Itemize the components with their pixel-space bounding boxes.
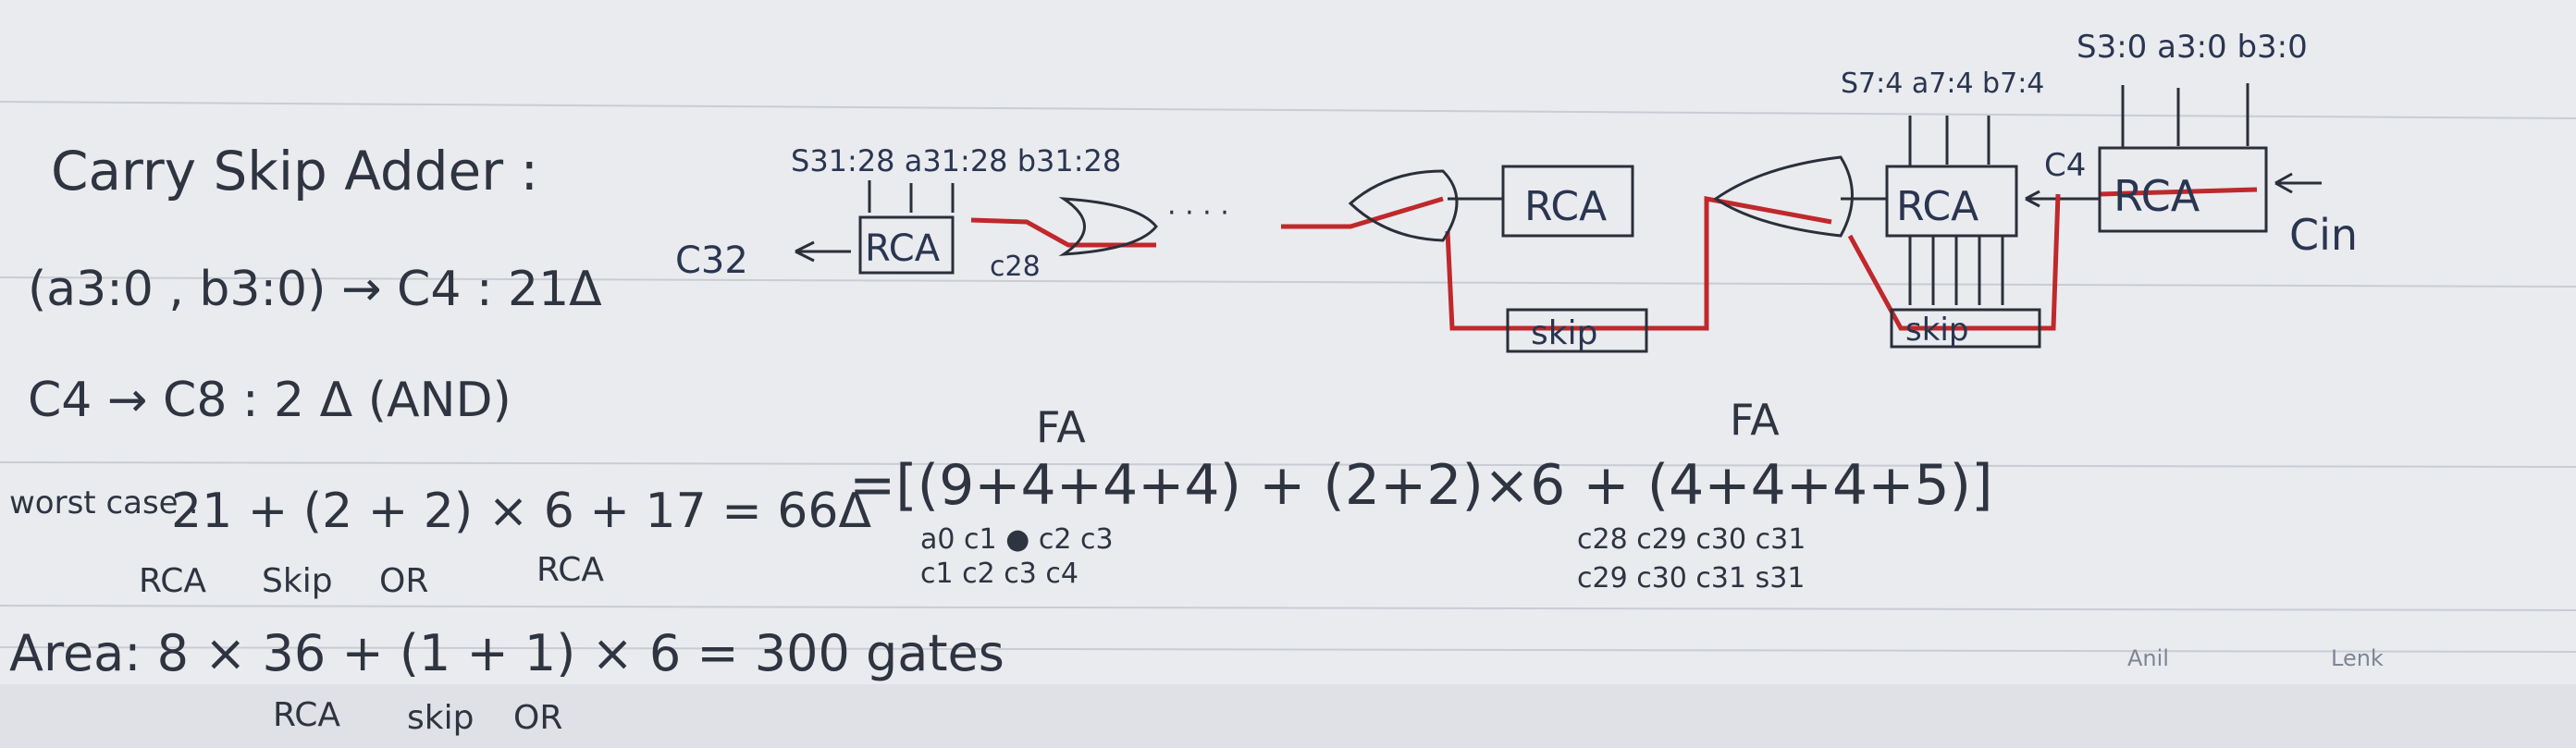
rca-block-7-4: RCA skip S7:4 a7:4 b7:4 [1713, 67, 2044, 349]
prop-arrows-7-4 [1908, 236, 2004, 305]
worst-sub-or: OR [379, 562, 428, 600]
skip-label-7-4: skip [1905, 312, 1968, 349]
skip-box-7-4 [1890, 308, 2041, 349]
fa-expression: =[(9+4+4+4) + (2+2)×6 + (4+4+4+5)] [849, 453, 1992, 518]
rca-label-31-28: RCA [865, 227, 941, 270]
top-labels-7-4: S7:4 a7:4 b7:4 [1841, 67, 2044, 100]
ruled-lines [0, 101, 2576, 653]
input-arrows-7-4 [1908, 116, 1991, 166]
c28-label: c28 [990, 251, 1041, 283]
notes-line1: (a3:0 , b3:0) → C4 : 21Δ [28, 262, 602, 317]
area-sub-or: OR [513, 699, 562, 737]
rca-box-7-4 [1885, 165, 2018, 238]
skip-box-mid [1506, 308, 1648, 353]
input-arrows-31-28 [868, 180, 955, 213]
area-sub-skip: skip [407, 699, 474, 737]
input-arrows-3-0 [2121, 83, 2249, 148]
page-shadow [0, 684, 2576, 748]
fa-label-2: FA [1730, 395, 1780, 445]
arrow-c32 [795, 240, 815, 263]
rca-block-mid: RCA skip [1348, 165, 1648, 353]
rca-label-3-0: RCA [2114, 171, 2200, 221]
area-expression: Area: 8 × 36 + (1 + 1) × 6 = 300 gates [9, 624, 1005, 682]
worst-sub-rca2: RCA [536, 551, 604, 589]
faint-text-2: Lenk [2331, 645, 2384, 671]
arrow-cin [2274, 172, 2293, 194]
area-sub-rca: RCA [273, 696, 340, 734]
circuit-diagram: RCA S31:28 a31:28 b31:28 C32 c28 · · · ·… [675, 29, 2358, 353]
worst-sub-rca: RCA [139, 562, 206, 600]
fa-sub-bot-1: c1 c2 c3 c4 [920, 558, 1078, 590]
or-gate-mid [1348, 169, 1459, 242]
worst-case-label: worst case : [9, 484, 199, 521]
or-gate-7-4 [1713, 155, 1854, 238]
faint-text-1: Anil [2127, 645, 2169, 671]
rca-block-3-0: RCA S3:0 a3:0 b3:0 C4 Cin [2044, 29, 2358, 260]
ellipsis: · · · · [1167, 197, 1229, 229]
or-gate-31-28 [1058, 197, 1158, 256]
rca-block-31-28: RCA S31:28 a31:28 b31:28 C32 c28 [675, 143, 1158, 283]
worst-case-expr: 21 + (2 + 2) × 6 + 17 = 66Δ [171, 484, 871, 539]
arrow-c4 [2025, 190, 2040, 208]
fa-sub-top-2: c28 c29 c30 c31 [1577, 523, 1806, 556]
skip-label-mid: skip [1531, 314, 1597, 352]
cin-label: Cin [2289, 210, 2358, 260]
c4-label: C4 [2044, 147, 2086, 184]
carry-path-red [970, 187, 2258, 331]
fa-sub-top-1: a0 c1 ● c2 c3 [920, 523, 1114, 556]
fa-sub-bot-2: c29 c30 c31 s31 [1577, 562, 1805, 595]
rca-label-mid: RCA [1524, 183, 1607, 230]
notes-title: Carry Skip Adder : [51, 140, 538, 202]
c32-label: C32 [675, 239, 748, 282]
rca-label-7-4: RCA [1896, 183, 1978, 230]
top-labels-3-0: S3:0 a3:0 b3:0 [2077, 29, 2308, 66]
fa-label-1: FA [1036, 402, 1086, 452]
rca-box-31-28 [858, 215, 955, 275]
rca-box-3-0 [2098, 146, 2268, 233]
notes-line2: C4 → C8 : 2 Δ (AND) [28, 373, 512, 428]
top-labels-31-28: S31:28 a31:28 b31:28 [791, 143, 1121, 178]
rca-box-mid [1501, 165, 1634, 238]
worst-sub-skip: Skip [262, 562, 333, 600]
